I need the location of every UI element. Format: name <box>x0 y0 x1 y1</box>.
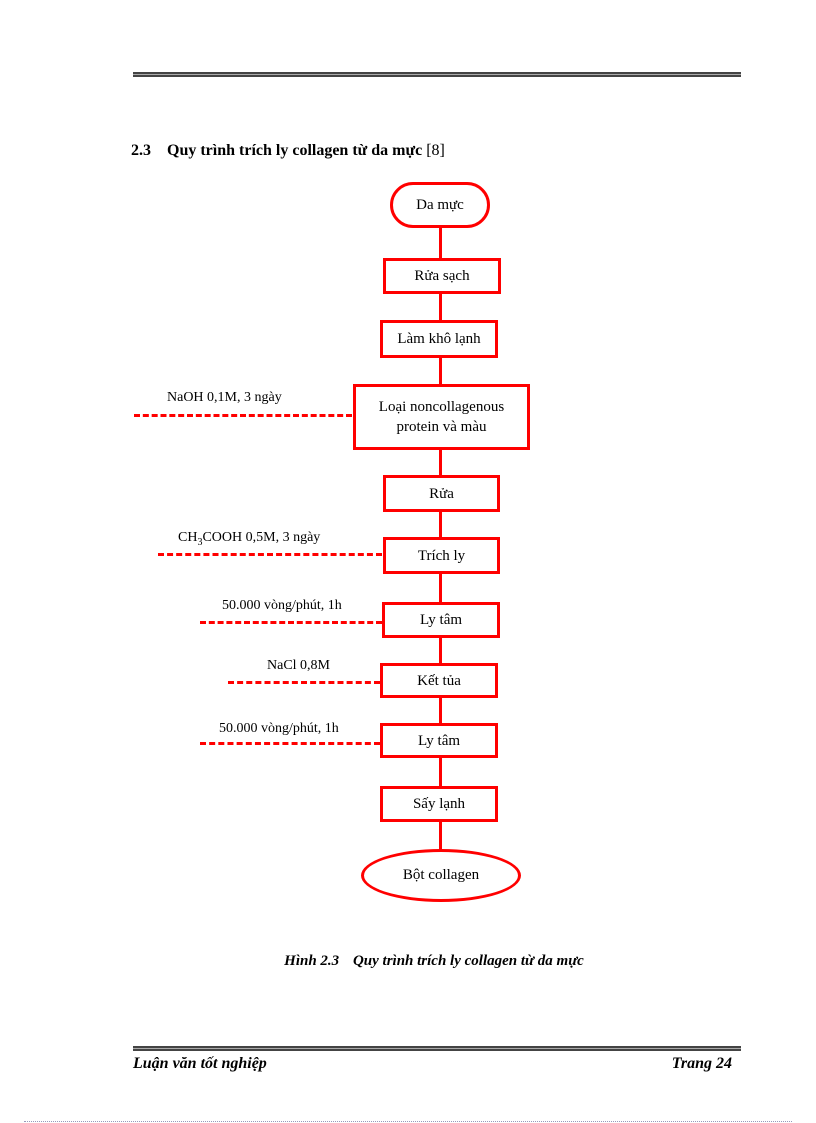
step-label: Rửa sạch <box>414 268 470 284</box>
footer-thesis-label: Luận văn tốt nghiệp <box>133 1055 267 1072</box>
section-heading: 2.3 Quy trình trích ly collagen từ da mự… <box>131 142 445 160</box>
end-label: Bột collagen <box>402 867 480 883</box>
step-label: Trích ly <box>417 547 466 564</box>
connector <box>439 696 442 724</box>
input-line-centrifuge-2 <box>200 742 380 745</box>
start-terminator: Da mực <box>390 182 490 228</box>
connector <box>439 228 442 260</box>
citation: [8] <box>426 142 445 159</box>
note-acid: CH3COOH 0,5M, 3 ngày <box>178 530 320 548</box>
figure-caption: Hình 2.3 Quy trình trích ly collagen từ … <box>0 953 816 970</box>
step-say-lanh: Sấy lạnh <box>380 786 498 822</box>
step-ly-tam-1: Ly tâm <box>382 602 500 638</box>
step-label: Ly tâm <box>419 612 463 628</box>
note-centrifuge-1: 50.000 vòng/phút, 1h <box>222 598 342 613</box>
connector <box>439 636 442 664</box>
section-number: 2.3 <box>131 142 151 159</box>
step-loai-noncollagenous: Loại noncollagenous protein và màu <box>353 384 530 450</box>
connector <box>439 820 442 850</box>
acid-formula-post: COOH 0,5M, 3 ngày <box>202 530 321 545</box>
step-label: Loại noncollagenous protein và màu <box>378 399 505 435</box>
note-nacl: NaCl 0,8M <box>267 658 330 673</box>
step-label: Làm khô lạnh <box>397 331 481 347</box>
acid-formula-pre: CH <box>178 530 198 545</box>
step-label: Kết tủa <box>417 672 461 689</box>
step-label: Sấy lạnh <box>412 796 466 812</box>
figure-label: Hình 2.3 <box>284 953 340 969</box>
note-naoh: NaOH 0,1M, 3 ngày <box>167 390 282 405</box>
step-rua-sach: Rửa sạch <box>383 258 501 294</box>
input-line-naoh <box>134 414 352 417</box>
connector <box>439 356 442 386</box>
connector <box>439 292 442 322</box>
header-rule <box>133 72 741 77</box>
acid-formula-subscript: 3 <box>197 536 203 548</box>
note-centrifuge-2: 50.000 vòng/phút, 1h <box>219 721 339 736</box>
step-trich-ly: Trích ly <box>383 537 500 574</box>
connector <box>439 510 442 538</box>
connector <box>439 448 442 476</box>
section-title: Quy trình trích ly collagen từ da mực <box>167 142 423 159</box>
input-line-acid <box>158 553 382 556</box>
footer-rule <box>133 1046 741 1051</box>
end-terminator: Bột collagen <box>361 849 521 902</box>
figure-title: Quy trình trích ly collagen từ da mực <box>352 953 584 969</box>
step-ly-tam-2: Ly tâm <box>380 723 498 758</box>
step-label: Rửa <box>429 485 454 502</box>
step-ket-tua: Kết tủa <box>380 663 498 698</box>
connector <box>439 572 442 604</box>
input-line-centrifuge-1 <box>200 621 382 624</box>
page-edge-dotted-line <box>24 1121 792 1122</box>
step-label: Ly tâm <box>417 732 461 749</box>
start-label: Da mực <box>416 196 464 213</box>
input-line-nacl <box>228 681 380 684</box>
footer-page-number: Trang 24 <box>671 1055 732 1072</box>
step-rua: Rửa <box>383 475 500 512</box>
step-lam-kho-lanh: Làm khô lạnh <box>380 320 498 358</box>
connector <box>439 756 442 788</box>
